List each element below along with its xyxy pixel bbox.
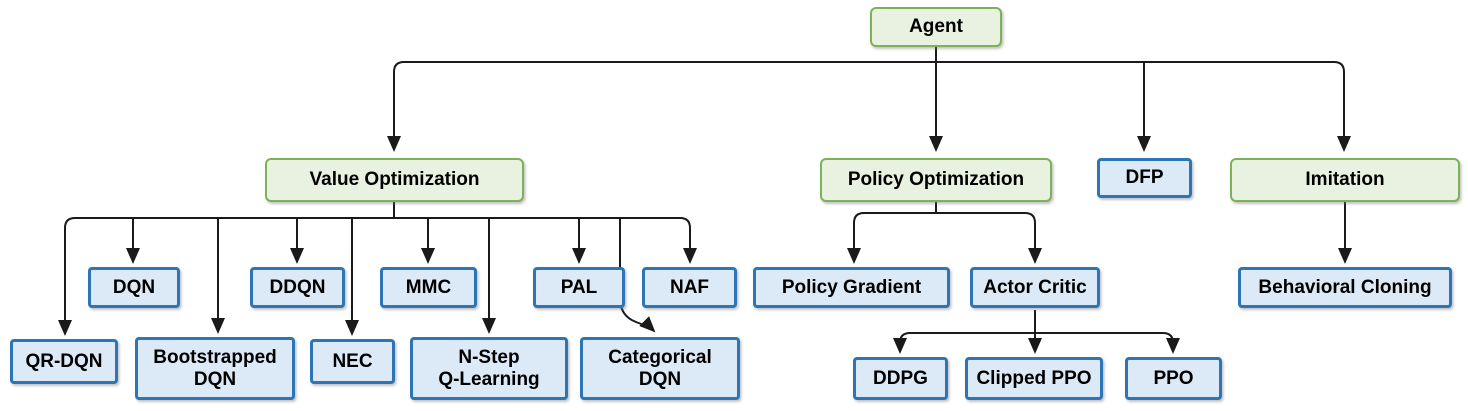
node-ddqn-label: DDQN bbox=[269, 276, 326, 298]
node-naf: NAF bbox=[642, 267, 737, 308]
node-actor-critic-label: Actor Critic bbox=[983, 276, 1087, 298]
connector-actor-critic-children bbox=[893, 310, 1180, 354]
node-ddpg: DDPG bbox=[853, 357, 948, 400]
node-policy-gradient: Policy Gradient bbox=[753, 267, 950, 308]
node-mmc: MMC bbox=[380, 267, 477, 308]
node-policy-optimization: Policy Optimization bbox=[820, 158, 1052, 202]
node-behavioral-cloning: Behavioral Cloning bbox=[1238, 267, 1452, 308]
node-clipped-ppo: Clipped PPO bbox=[965, 357, 1103, 400]
node-categorical-dqn: Categorical DQN bbox=[580, 337, 740, 400]
node-naf-label: NAF bbox=[669, 276, 710, 298]
node-ppo-label: PPO bbox=[1153, 367, 1194, 389]
node-pal: PAL bbox=[533, 267, 625, 308]
node-bootstrapped-dqn: Bootstrapped DQN bbox=[135, 337, 295, 400]
node-policy-gradient-label: Policy Gradient bbox=[781, 276, 922, 298]
node-nec-label: NEC bbox=[332, 350, 373, 372]
node-behavioral-cloning-label: Behavioral Cloning bbox=[1258, 276, 1432, 298]
connector-value-optimization-children bbox=[58, 202, 697, 336]
node-dfp-label: DFP bbox=[1125, 167, 1164, 189]
node-dqn-label: DQN bbox=[112, 276, 156, 298]
node-actor-critic: Actor Critic bbox=[970, 267, 1100, 308]
node-value-optimization-label: Value Optimization bbox=[309, 169, 480, 191]
node-ddpg-label: DDPG bbox=[873, 367, 928, 389]
node-qr-dqn: QR-DQN bbox=[10, 339, 118, 384]
node-nec: NEC bbox=[310, 339, 395, 384]
node-qr-dqn-label: QR-DQN bbox=[25, 350, 103, 372]
node-dqn: DQN bbox=[88, 267, 180, 308]
node-mmc-label: MMC bbox=[405, 276, 452, 298]
node-ddqn: DDQN bbox=[250, 267, 345, 308]
node-n-step-q-learning-label: N-Step Q-Learning bbox=[438, 347, 540, 390]
node-agent-label: Agent bbox=[909, 16, 963, 38]
node-policy-optimization-label: Policy Optimization bbox=[847, 169, 1025, 191]
node-n-step-q-learning: N-Step Q-Learning bbox=[410, 337, 568, 400]
connector-agent-children bbox=[387, 47, 1351, 152]
node-imitation-label: Imitation bbox=[1305, 169, 1385, 191]
node-agent: Agent bbox=[870, 7, 1002, 47]
node-imitation: Imitation bbox=[1230, 158, 1460, 202]
node-bootstrapped-dqn-label: Bootstrapped DQN bbox=[153, 347, 277, 390]
node-dfp: DFP bbox=[1097, 158, 1192, 198]
node-value-optimization: Value Optimization bbox=[265, 158, 524, 202]
node-clipped-ppo-label: Clipped PPO bbox=[976, 367, 1092, 389]
node-ppo: PPO bbox=[1125, 357, 1222, 400]
connector-policy-optimization-children bbox=[847, 202, 1042, 264]
node-pal-label: PAL bbox=[560, 276, 598, 298]
node-categorical-dqn-label: Categorical DQN bbox=[608, 347, 712, 390]
